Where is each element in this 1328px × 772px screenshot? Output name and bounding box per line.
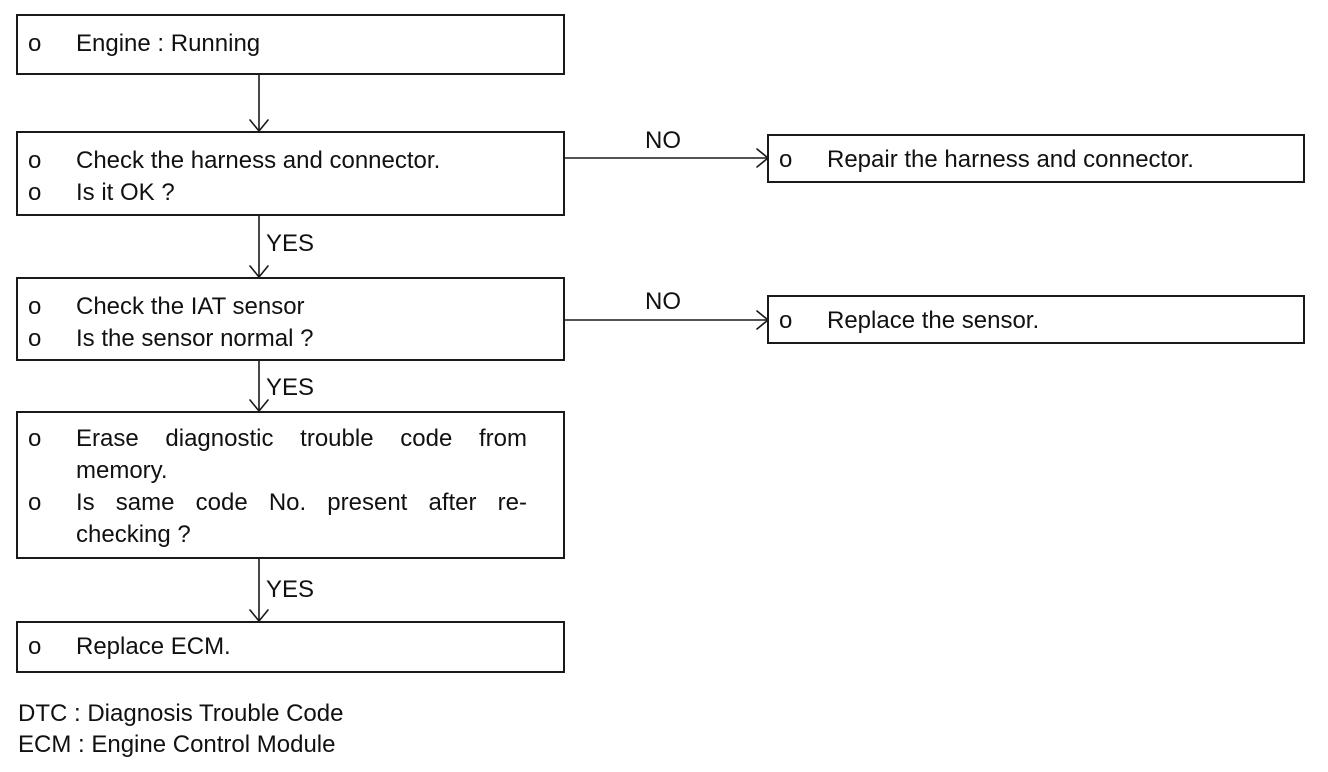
- box-line: o Erase diagnostic trouble code from: [18, 423, 563, 455]
- label-yes-erase: YES: [266, 576, 315, 603]
- box-line: o Check the IAT sensor: [18, 291, 563, 323]
- box-line: checking ?: [18, 519, 563, 551]
- step-text: checking ?: [76, 521, 191, 548]
- box-line: o Replace ECM.: [18, 631, 563, 663]
- bullet-marker: o: [28, 293, 42, 320]
- box-line: o Is it OK ?: [18, 177, 563, 209]
- box-line: memory.: [18, 455, 563, 487]
- label-yes-iat: YES: [266, 374, 315, 401]
- step-text: Engine : Running: [76, 30, 261, 57]
- bullet-marker: o: [28, 147, 42, 174]
- step-text: Check the harness and connector.: [76, 147, 441, 174]
- bullet-marker: o: [28, 30, 42, 57]
- bullet-marker: o: [28, 325, 42, 352]
- label-no-iat: NO: [645, 288, 681, 315]
- bullet-marker: o: [28, 633, 42, 660]
- bullet-marker: o: [779, 146, 793, 173]
- legend-ecm: ECM : Engine Control Module: [18, 731, 336, 758]
- label-no-harness: NO: [645, 127, 681, 154]
- box-replace-sensor: o Replace the sensor.: [767, 295, 1305, 344]
- box-line: o Is same code No. present after re-: [18, 487, 563, 519]
- bullet-marker: o: [779, 307, 793, 334]
- box-erase-dtc: o Erase diagnostic trouble code from mem…: [16, 411, 565, 559]
- step-text: Is same code No. present after re-: [76, 489, 527, 516]
- bullet-marker: o: [28, 179, 42, 206]
- step-text: Repair the harness and connector.: [827, 146, 1194, 173]
- step-text: memory.: [76, 457, 168, 484]
- legend-dtc: DTC : Diagnosis Trouble Code: [18, 700, 344, 727]
- box-line: o Is the sensor normal ?: [18, 323, 563, 355]
- box-replace-ecm: o Replace ECM.: [16, 621, 565, 673]
- bullet-marker: o: [28, 425, 42, 452]
- box-engine-running: o Engine : Running: [16, 14, 565, 75]
- bullet-marker: o: [28, 489, 42, 516]
- step-text: Is it OK ?: [76, 179, 175, 206]
- step-text: Is the sensor normal ?: [76, 325, 314, 352]
- step-text: Replace the sensor.: [827, 307, 1040, 334]
- step-text: Check the IAT sensor: [76, 293, 305, 320]
- step-text: Erase diagnostic trouble code from: [76, 425, 527, 452]
- box-line: o Engine : Running: [18, 28, 563, 60]
- box-line: o Repair the harness and connector.: [769, 144, 1303, 176]
- box-line: o Check the harness and connector.: [18, 145, 563, 177]
- box-check-harness: o Check the harness and connector. o Is …: [16, 131, 565, 216]
- box-check-iat-sensor: o Check the IAT sensor o Is the sensor n…: [16, 277, 565, 361]
- box-repair-harness: o Repair the harness and connector.: [767, 134, 1305, 183]
- step-text: Replace ECM.: [76, 633, 231, 660]
- label-yes-harness: YES: [266, 230, 315, 257]
- box-line: o Replace the sensor.: [769, 305, 1303, 337]
